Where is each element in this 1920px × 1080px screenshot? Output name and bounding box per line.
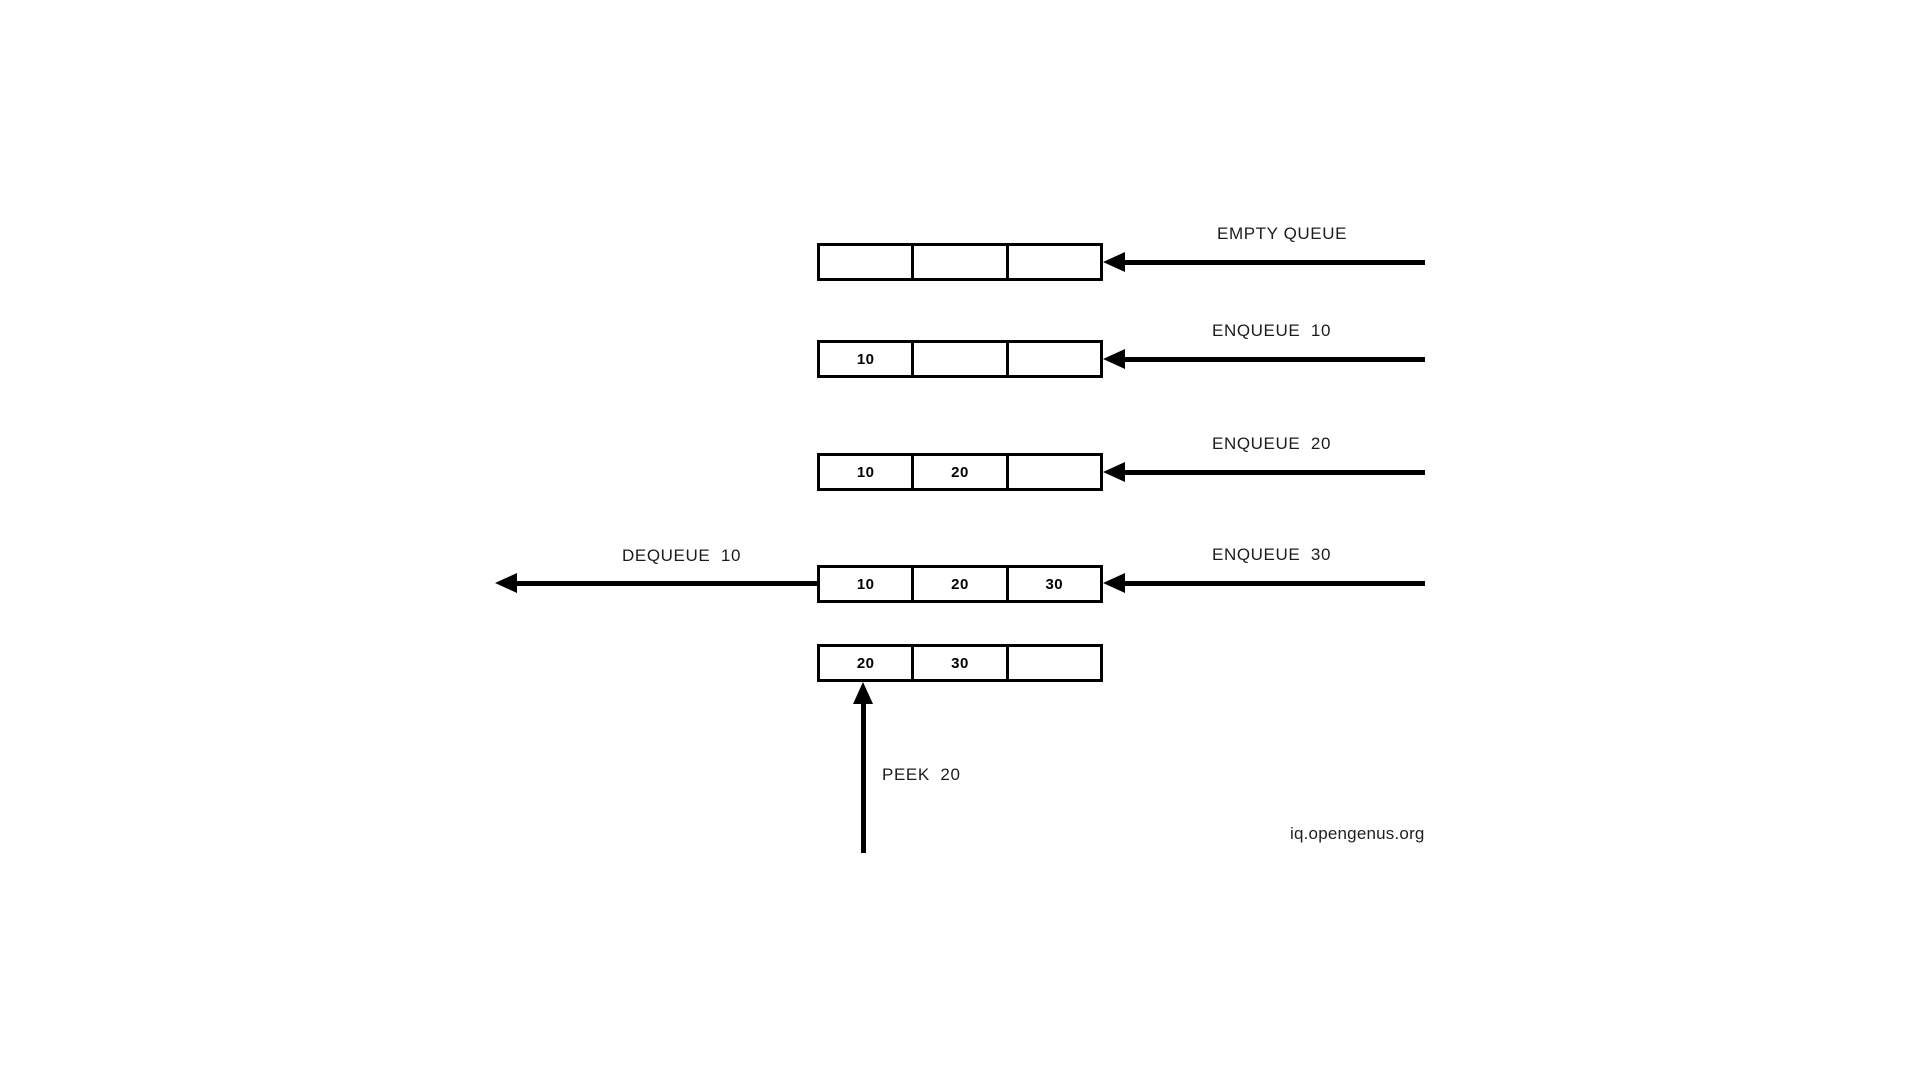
queue-cell: 10	[856, 463, 875, 481]
watermark-text: iq.opengenus.org	[1290, 824, 1425, 843]
arrowhead-left-icon	[1103, 252, 1125, 272]
arrow-line	[1120, 260, 1425, 265]
queue-box-empty	[817, 243, 1103, 281]
arrow-line	[1120, 357, 1425, 362]
queue-cell	[820, 246, 911, 278]
queue-box-enqueue-10: 10	[817, 340, 1103, 378]
arrow-line	[1120, 470, 1425, 475]
arrow-line	[861, 700, 866, 853]
peek-20-label: PEEK 20	[882, 765, 961, 784]
dequeue-10-label: DEQUEUE 10	[622, 546, 742, 565]
enqueue-30-label: ENQUEUE 30	[1212, 545, 1332, 564]
arrow-line	[1120, 581, 1425, 586]
arrowhead-left-icon	[1103, 349, 1125, 369]
queue-cell: 20	[856, 654, 875, 672]
queue-cell: 10	[856, 350, 875, 368]
queue-cell: 20	[911, 456, 1005, 488]
enqueue-20-label: ENQUEUE 20	[1212, 434, 1332, 453]
arrowhead-left-icon	[1103, 573, 1125, 593]
queue-box-after-dequeue: 20 30	[817, 644, 1103, 682]
queue-box-enqueue-20: 10 20	[817, 453, 1103, 491]
queue-cell	[1005, 647, 1100, 679]
queue-cell: 30	[911, 647, 1005, 679]
queue-cell	[911, 343, 1005, 375]
arrow-line	[512, 581, 817, 586]
queue-cell: 30	[1005, 568, 1100, 600]
queue-cell: 20	[911, 568, 1005, 600]
queue-box-enqueue-30: 10 20 30	[817, 565, 1103, 603]
queue-cell	[911, 246, 1005, 278]
queue-cell	[1005, 246, 1100, 278]
empty-queue-label: EMPTY QUEUE	[1217, 224, 1348, 243]
arrowhead-up-icon	[853, 682, 873, 704]
queue-cell	[1005, 456, 1100, 488]
arrowhead-left-icon	[495, 573, 517, 593]
enqueue-10-label: ENQUEUE 10	[1212, 321, 1332, 340]
queue-cell	[1005, 343, 1100, 375]
queue-cell: 10	[856, 575, 875, 593]
arrowhead-left-icon	[1103, 462, 1125, 482]
